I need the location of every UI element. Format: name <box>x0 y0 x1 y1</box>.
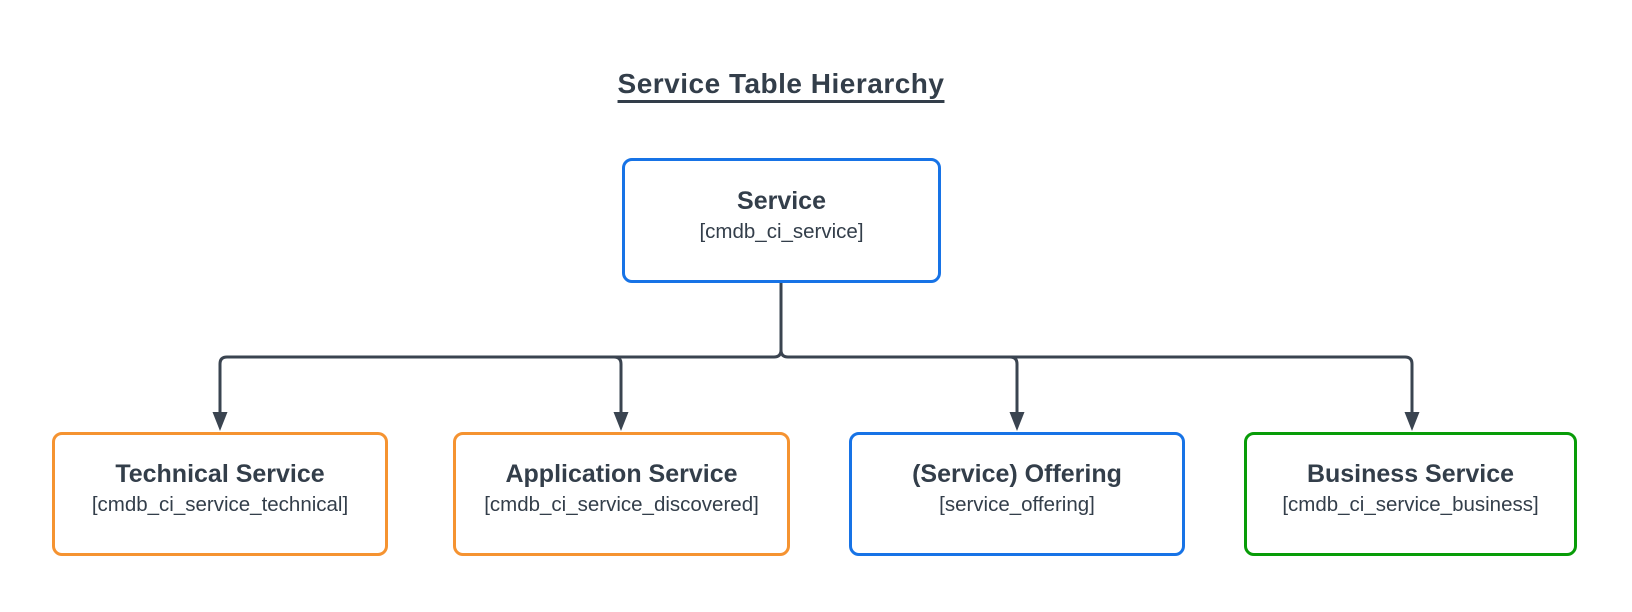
connector-branch-offering <box>1008 355 1019 419</box>
connector-branch-application <box>612 355 623 419</box>
connector-root-to-business <box>779 281 1414 419</box>
node-application-service: Application Service [cmdb_ci_service_dis… <box>453 432 790 556</box>
arrowhead-offering-icon <box>1009 412 1025 431</box>
node-technical-service: Technical Service [cmdb_ci_service_techn… <box>52 432 388 556</box>
arrowhead-technical-icon <box>212 412 228 431</box>
node-business-service: Business Service [cmdb_ci_service_busine… <box>1244 432 1577 556</box>
node-service-offering: (Service) Offering [service_offering] <box>849 432 1185 556</box>
node-service-offering-label: (Service) Offering <box>912 460 1122 489</box>
node-service-table: [cmdb_ci_service] <box>699 219 864 243</box>
node-business-service-table: [cmdb_ci_service_business] <box>1282 493 1539 517</box>
node-application-service-label: Application Service <box>505 460 738 489</box>
node-service-offering-table: [service_offering] <box>939 493 1095 517</box>
connector-root-to-technical <box>218 281 783 419</box>
node-technical-service-table: [cmdb_ci_service_technical] <box>91 493 349 517</box>
node-service: Service [cmdb_ci_service] <box>622 158 941 283</box>
node-application-service-table: [cmdb_ci_service_discovered] <box>484 493 759 517</box>
node-technical-service-label: Technical Service <box>115 460 325 489</box>
arrowhead-business-icon <box>1404 412 1420 431</box>
node-service-label: Service <box>737 186 826 215</box>
connector-tree <box>218 281 1414 419</box>
arrowheads <box>212 412 1420 431</box>
arrowhead-application-icon <box>613 412 629 431</box>
diagram-title: Service Table Hierarchy <box>617 68 945 99</box>
node-business-service-label: Business Service <box>1306 460 1515 489</box>
